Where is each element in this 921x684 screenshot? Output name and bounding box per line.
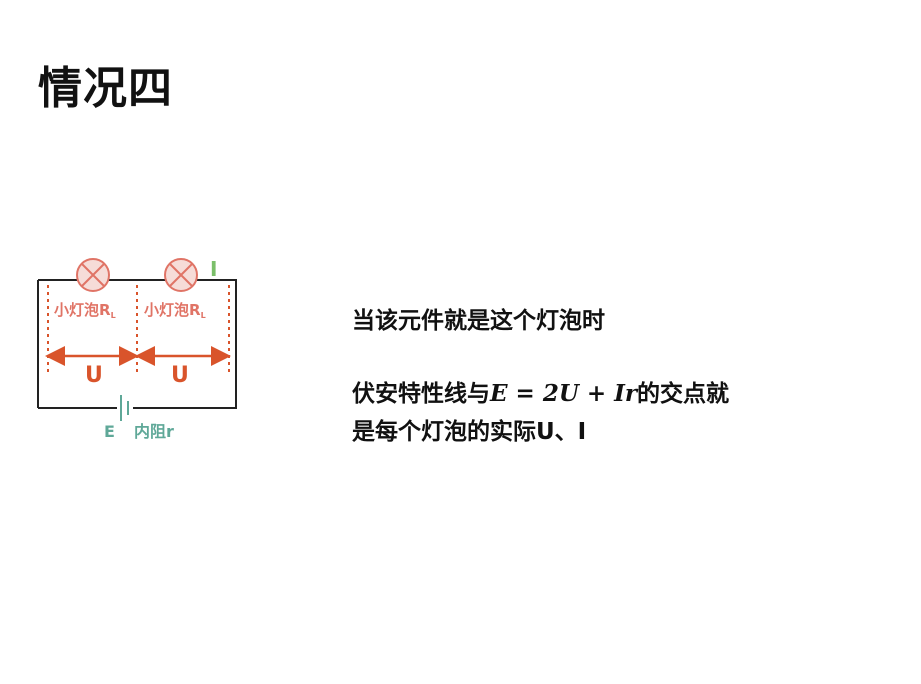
text-line-3: 是每个灯泡的实际U、I <box>352 419 587 445</box>
bulb-label-1: 小灯泡 <box>54 301 99 319</box>
battery-icon <box>117 395 133 421</box>
current-label: I <box>210 257 217 281</box>
equation: E = 2U + Ir <box>490 380 638 407</box>
slide-title: 情况四 <box>38 63 173 114</box>
text-line-2: 伏安特性线与E = 2U + Ir的交点就 <box>352 374 729 408</box>
bulb-subscript: R <box>99 301 111 319</box>
svg-text:小灯泡RL: 小灯泡RL <box>54 301 116 320</box>
text-line-1: 当该元件就是这个灯泡时 <box>352 308 605 334</box>
bulb-icon-1 <box>76 258 110 292</box>
circuit-wire <box>37 279 237 409</box>
bulb-subscript-sub: L <box>111 311 116 320</box>
internal-resistance-label: 内阻r <box>134 422 174 441</box>
emf-label: E <box>104 422 115 441</box>
bulb-subscript: R <box>189 301 201 319</box>
bulb-subscript-sub: L <box>201 311 206 320</box>
dashed-markers <box>47 285 230 374</box>
voltage-label-1: U <box>85 363 103 388</box>
voltage-label-2: U <box>171 363 189 388</box>
bulb-icon-2 <box>164 258 198 292</box>
text-line-2-prefix: 伏安特性线与 <box>352 381 490 407</box>
bulb-label-2: 小灯泡 <box>144 301 189 319</box>
svg-text:小灯泡RL: 小灯泡RL <box>144 301 206 320</box>
text-line-2-suffix: 的交点就 <box>637 381 730 407</box>
